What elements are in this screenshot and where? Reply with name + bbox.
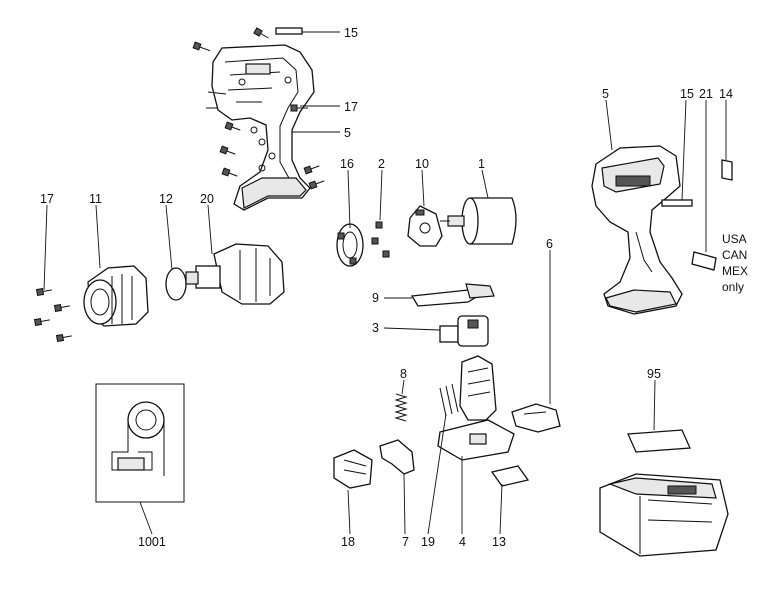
bearing-flange	[336, 223, 364, 267]
callout-9[interactable]: 9	[372, 291, 379, 305]
callout-20[interactable]: 20	[200, 192, 214, 206]
callout-10[interactable]: 10	[415, 157, 429, 171]
callout-95[interactable]: 95	[647, 367, 661, 381]
callout-14[interactable]: 14	[719, 87, 733, 101]
small-screws	[371, 221, 390, 258]
switch	[439, 315, 489, 347]
housing-screws	[192, 27, 325, 190]
region-note-line: USA	[722, 232, 747, 246]
callout-19[interactable]: 19	[421, 535, 435, 549]
motor-plate	[407, 205, 443, 247]
callout-2[interactable]: 2	[378, 157, 385, 171]
insulating-sheet	[490, 465, 530, 487]
motor	[440, 197, 517, 245]
callout-8[interactable]: 8	[400, 367, 407, 381]
callout-13[interactable]: 13	[492, 535, 506, 549]
label-14	[721, 159, 733, 181]
electronics-module	[333, 449, 373, 489]
housing-half-left	[206, 44, 315, 211]
callout-15[interactable]: 15	[344, 26, 358, 40]
callout-6[interactable]: 6	[546, 237, 553, 251]
callout-7[interactable]: 7	[402, 535, 409, 549]
region-note-line: MEX	[722, 264, 748, 278]
region-note: USA CAN MEX only	[722, 232, 748, 294]
impact-mechanism	[185, 243, 285, 305]
callout-5b[interactable]: 5	[602, 87, 609, 101]
callouts: 15 17 5 16 2 10 1 17 11 12 20 9 3 6 8 18…	[40, 26, 733, 549]
callout-16[interactable]: 16	[340, 157, 354, 171]
label-strip-15b	[661, 199, 693, 207]
switch-lever	[379, 439, 415, 475]
switch-slider	[410, 283, 495, 307]
leader-lines	[43, 31, 727, 535]
battery-cover-95	[627, 429, 691, 453]
front-housing	[83, 265, 149, 327]
front-screws	[33, 287, 72, 343]
callout-17[interactable]: 17	[344, 100, 358, 114]
contact-pins	[439, 383, 459, 417]
region-note-line: CAN	[722, 248, 747, 262]
spring	[394, 393, 408, 422]
label-21	[691, 251, 717, 271]
callout-15b[interactable]: 15	[680, 87, 694, 101]
callout-21[interactable]: 21	[699, 87, 713, 101]
callout-18[interactable]: 18	[341, 535, 355, 549]
retaining-ring	[165, 267, 187, 301]
callout-5[interactable]: 5	[344, 126, 351, 140]
region-note-line: only	[722, 280, 744, 294]
callout-1[interactable]: 1	[478, 157, 485, 171]
housing-assembled	[591, 145, 683, 315]
callout-17b[interactable]: 17	[40, 192, 54, 206]
battery-contact-holder	[437, 355, 515, 461]
callout-12[interactable]: 12	[159, 192, 173, 206]
battery-latch	[511, 403, 561, 433]
battery-pack	[599, 473, 729, 557]
callout-11[interactable]: 11	[89, 192, 102, 206]
detail-inset-1001	[95, 383, 185, 503]
callout-1001[interactable]: 1001	[138, 535, 166, 549]
callout-4[interactable]: 4	[459, 535, 466, 549]
callout-3[interactable]: 3	[372, 321, 379, 335]
label-strip-15	[275, 27, 303, 35]
